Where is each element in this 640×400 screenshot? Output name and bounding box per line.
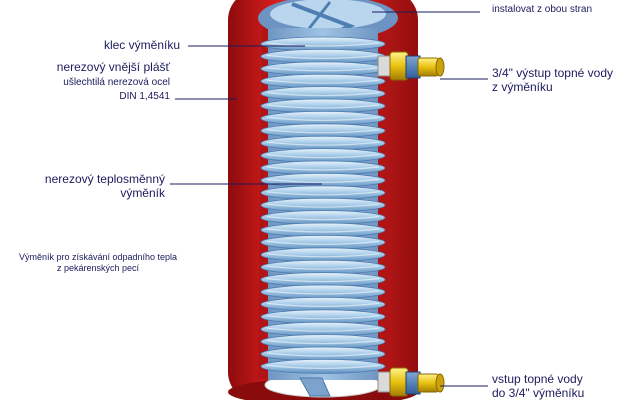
label-teplo-line2: výměník [120, 186, 165, 200]
coil-highlight [266, 302, 380, 307]
coil-highlight [266, 290, 380, 295]
label-vystup-line2: z výměníku [492, 80, 553, 94]
coil-highlight [266, 104, 380, 109]
coil-bottom-bracket [299, 377, 331, 397]
coil-highlight [266, 253, 380, 258]
label-note-line2: z pekárenských pecí [56, 263, 140, 273]
label-vystup-line1: 3/4" výstup topné vody [492, 66, 614, 80]
coil-highlight [266, 352, 380, 357]
coil-highlight [266, 191, 380, 196]
coil-highlight [266, 340, 380, 345]
coil-highlight [266, 364, 380, 369]
label-vstup-line1: vstup topné vody [492, 372, 583, 386]
label-install-both-sides: instalovat z obou stran [492, 4, 593, 15]
label-teplosmenny-vymenik: nerezový teplosměnný výměník [20, 172, 165, 200]
label-vystup-topne-vody: 3/4" výstup topné vody z výměníku [492, 66, 613, 94]
label-plast-material: ušlechtilá nerezová ocel [63, 77, 170, 88]
coil-highlight [266, 240, 380, 245]
coil-highlight [266, 203, 380, 208]
coil-highlight [266, 129, 380, 134]
coil-highlight [266, 216, 380, 221]
label-note: Výměník pro získávání odpadního tepla z … [0, 252, 196, 274]
label-teplo-line1: nerezový teplosměnný [44, 172, 165, 186]
heat-exchanger-coil [260, 36, 386, 374]
coil-highlight [266, 178, 380, 183]
coil-highlight [266, 154, 380, 159]
leader-lines [170, 11, 488, 387]
label-klec-vymeniku: klec výměníku [103, 38, 180, 52]
coil-highlight [266, 278, 380, 283]
coil-highlight [266, 265, 380, 270]
coil-highlight [266, 92, 380, 97]
label-plast-din: DIN 1,4541 [119, 91, 170, 102]
coil-highlight [266, 228, 380, 233]
outlet-fitting-icon [377, 51, 445, 81]
label-vstup-topne-vody: vstup topné vody do 3/4" výměníku [492, 372, 584, 400]
coil-highlight [266, 327, 380, 332]
inlet-fitting-icon [377, 367, 445, 397]
coil-highlight [266, 315, 380, 320]
label-plast-title: nerezový vnější plášť [56, 60, 170, 74]
coil-highlight [266, 141, 380, 146]
coil-highlight [266, 67, 380, 72]
label-note-line1: Výměník pro získávání odpadního tepla [18, 252, 178, 262]
coil-turn [260, 358, 386, 374]
label-vstup-line2: do 3/4" výměníku [492, 386, 585, 400]
coil-highlight [266, 54, 380, 59]
coil-highlight [266, 166, 380, 171]
coil-highlight [266, 79, 380, 84]
coil-highlight [266, 42, 380, 47]
coil-highlight [266, 116, 380, 121]
label-nerezovy-plast: nerezový vnější plášť ušlechtilá nerezov… [20, 60, 170, 104]
